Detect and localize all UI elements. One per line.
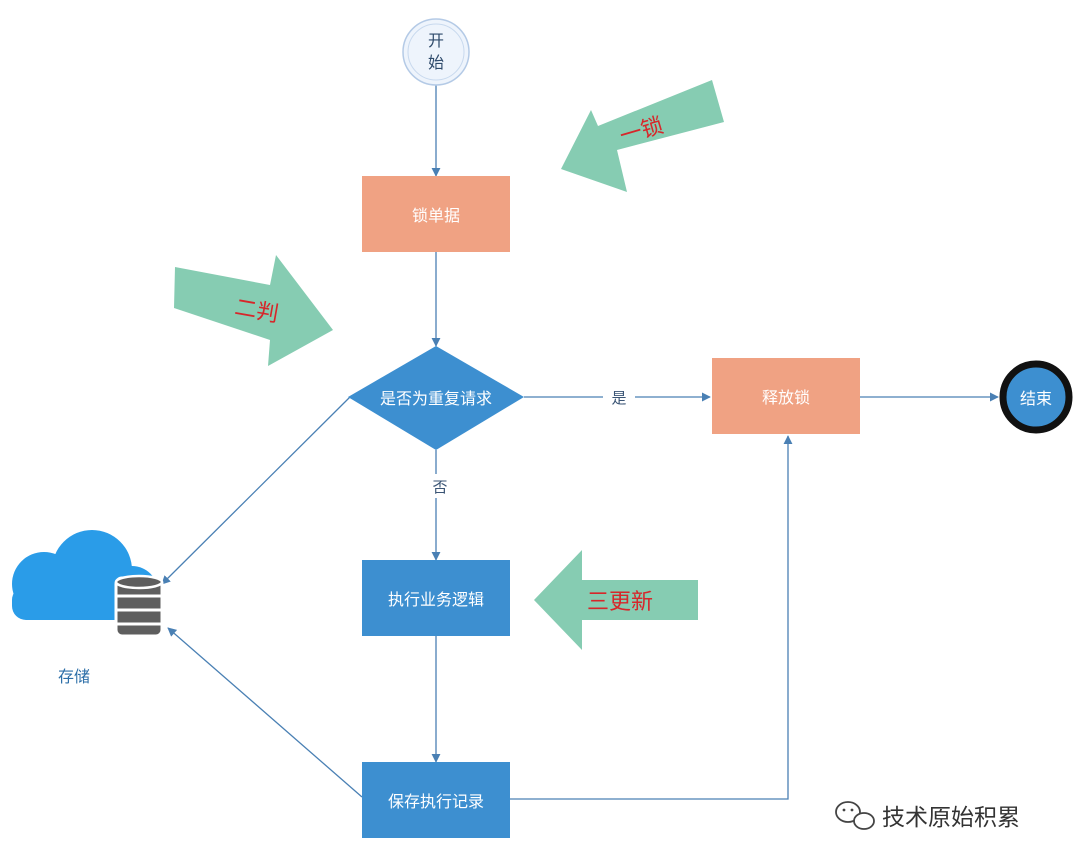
callout-arrow-update: [534, 550, 698, 650]
lock-document-label: 锁单据: [411, 206, 460, 225]
edge-label-no: 否: [421, 474, 459, 498]
execute-logic-box: [362, 560, 510, 636]
edge-save-to-storage: [167, 627, 363, 798]
start-label-line2: 始: [427, 53, 444, 72]
start-node-inner-ring: [407, 23, 465, 81]
callout-arrow-judge: [174, 255, 333, 366]
lock-document-box: [362, 176, 510, 252]
start-node: [402, 18, 470, 86]
duplicate-check-diamond: [348, 346, 524, 450]
storage-label: 存储: [57, 667, 90, 686]
wechat-icon: [835, 801, 875, 830]
end-node: [999, 360, 1073, 434]
save-record-box: [362, 762, 510, 838]
edge-label-yes: 是: [603, 385, 635, 409]
save-record-label: 保存执行记录: [387, 792, 484, 811]
execute-logic-label: 执行业务逻辑: [387, 590, 484, 609]
callout-label-update: 三更新: [586, 590, 653, 615]
start-node-label: 开 始: [403, 19, 469, 85]
duplicate-check-label: 是否为重复请求: [379, 389, 492, 408]
edge-save-to-release: [510, 435, 793, 800]
watermark-text: 技术原始积累: [882, 805, 1020, 831]
start-label-line1: 开: [427, 31, 444, 50]
end-node-label: 结束: [1019, 389, 1052, 408]
release-lock-box: [712, 358, 860, 434]
release-lock-label: 释放锁: [761, 388, 810, 407]
database-icon: [114, 574, 164, 638]
edge-decision-to-storage: [161, 396, 351, 585]
callout-arrow-lock: [561, 80, 724, 192]
